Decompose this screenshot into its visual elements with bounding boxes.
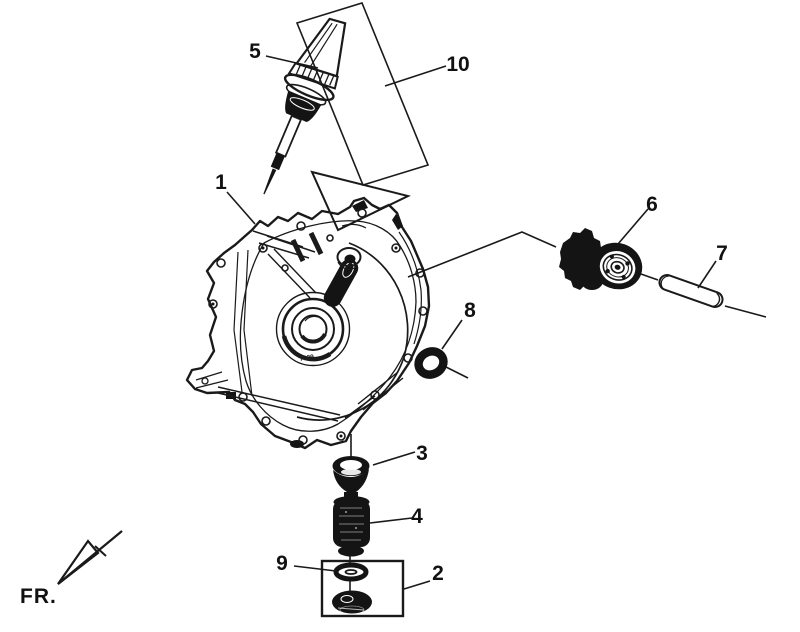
o-ring xyxy=(333,562,369,582)
leader-line xyxy=(403,580,431,590)
leader-line xyxy=(226,191,256,225)
callout-number: 5 xyxy=(249,40,261,63)
callout-10: 10 xyxy=(384,53,470,87)
callout-2: 2 xyxy=(403,562,444,590)
leader-line xyxy=(384,65,447,87)
dowel-pin xyxy=(658,273,724,309)
leader-line xyxy=(293,565,337,572)
oil-seal xyxy=(414,347,448,379)
fr-label: FR. xyxy=(20,585,57,608)
callout-number: 8 xyxy=(464,299,476,322)
callout-layer: 1 2 3 4 5 6 7 8 9 10 xyxy=(215,40,728,590)
callout-number: 4 xyxy=(411,505,423,528)
callout-number: 6 xyxy=(646,193,658,216)
oil-filter-screen xyxy=(333,492,370,557)
drain-plug xyxy=(332,590,372,615)
pointer-wedge xyxy=(310,170,411,232)
callout-4: 4 xyxy=(369,505,423,528)
callout-7: 7 xyxy=(697,242,728,289)
axis-lines xyxy=(348,231,767,593)
dipstick xyxy=(263,17,347,195)
callout-6: 6 xyxy=(617,193,658,245)
oil-filter-cap xyxy=(332,456,370,492)
leader-line xyxy=(369,517,413,524)
callout-number: 9 xyxy=(276,552,288,575)
detail-box xyxy=(295,2,430,186)
part-2-box xyxy=(320,559,405,618)
callout-number: 7 xyxy=(716,242,728,265)
callout-1: 1 xyxy=(215,171,256,225)
leader-line xyxy=(697,260,717,289)
callout-number: 3 xyxy=(416,442,428,465)
oil-pump-assembly xyxy=(559,228,643,290)
leader-line xyxy=(372,451,416,466)
callout-number: 1 xyxy=(215,171,227,194)
callout-9: 9 xyxy=(276,552,337,575)
leader-line xyxy=(617,208,649,245)
callout-number: 2 xyxy=(432,562,444,585)
callout-5: 5 xyxy=(249,40,319,69)
callout-3: 3 xyxy=(372,442,428,466)
crankcase-cover: 7029 xyxy=(185,196,431,450)
leader-line xyxy=(265,55,319,69)
front-direction-marker: FR. xyxy=(20,530,123,608)
callout-8: 8 xyxy=(441,299,476,350)
casting-mark: 7029 xyxy=(299,353,315,362)
leader-line xyxy=(441,319,463,350)
callout-number: 10 xyxy=(446,53,469,76)
